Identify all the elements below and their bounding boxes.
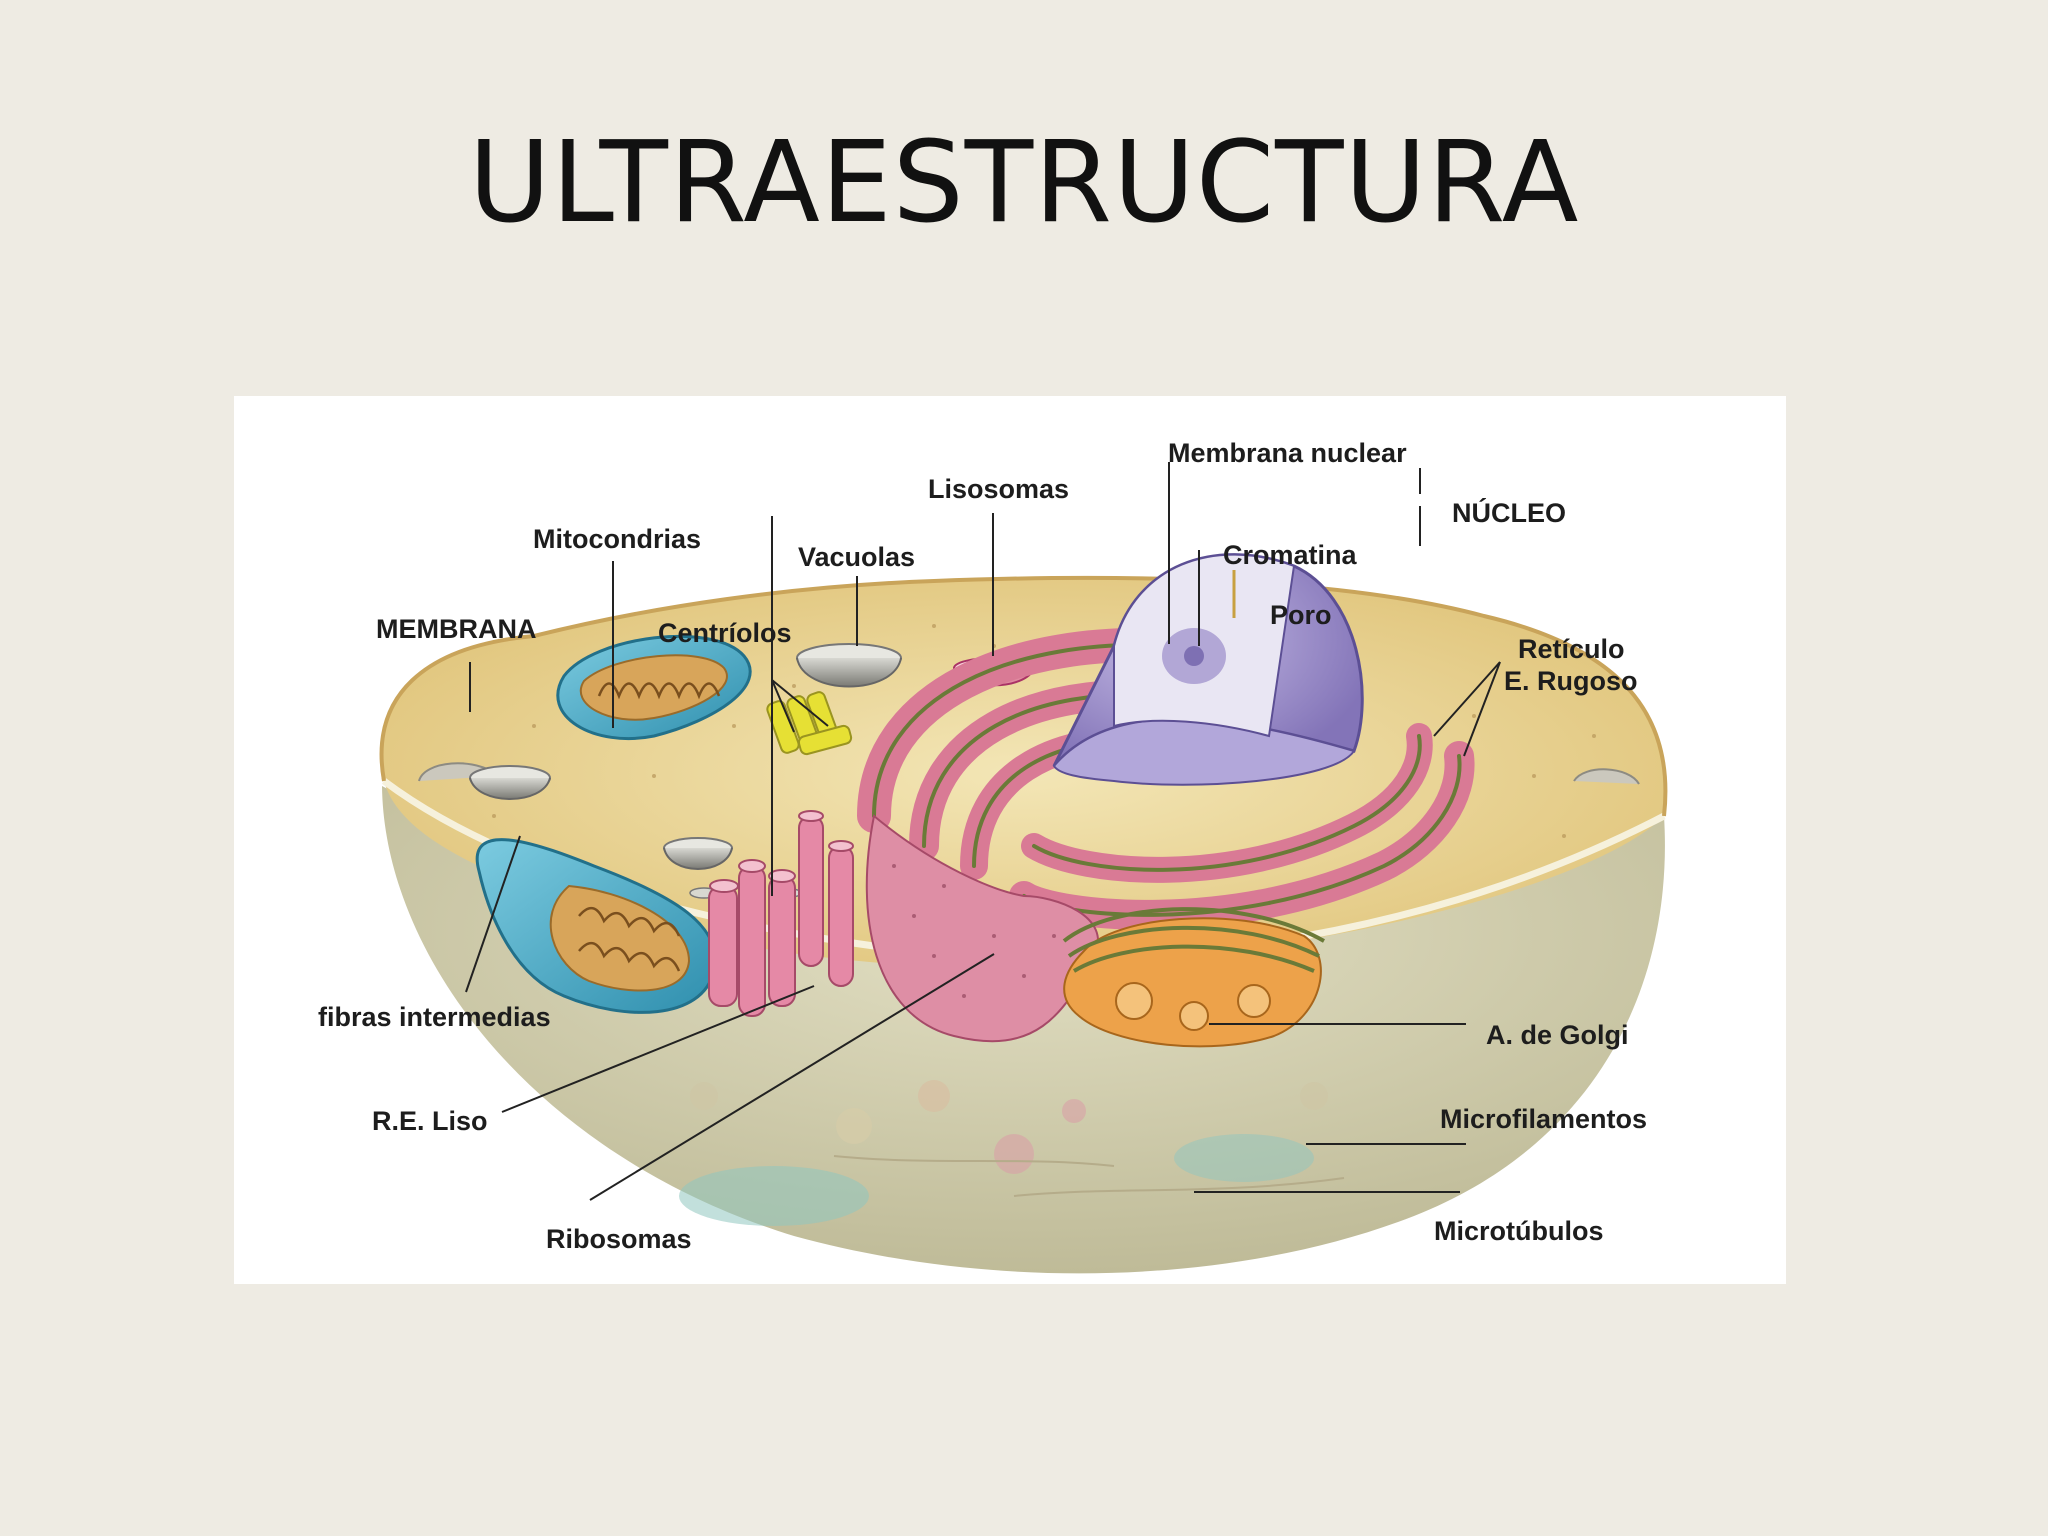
label-vacuolas: Vacuolas <box>798 542 915 572</box>
centrioles <box>766 691 853 756</box>
label-centriolos: Centríolos <box>658 618 792 648</box>
smooth-er <box>708 810 854 1017</box>
label-reticulo-line1: Retículo <box>1518 634 1625 664</box>
label-membrana-nuclear: Membrana nuclear <box>1168 438 1407 468</box>
mitochondrion-top <box>556 634 752 741</box>
label-membrana: MEMBRANA <box>376 614 536 644</box>
label-cromatina: Cromatina <box>1223 540 1358 570</box>
label-ribosomas: Ribosomas <box>546 1224 692 1254</box>
mitochondrion-bottom <box>475 838 717 1014</box>
label-re-liso: R.E. Liso <box>372 1106 488 1136</box>
nucleus <box>1052 553 1364 786</box>
leader-lines <box>465 462 1501 1201</box>
label-microtubulos: Microtúbulos <box>1434 1216 1604 1246</box>
label-reticulo-line2: E. Rugoso <box>1504 666 1638 696</box>
golgi-apparatus <box>1062 907 1325 1048</box>
label-fibras-intermedias: fibras intermedias <box>318 1002 551 1032</box>
label-poro: Poro <box>1270 600 1332 630</box>
label-microfilamentos: Microfilamentos <box>1440 1104 1647 1134</box>
label-lisosomas: Lisosomas <box>928 474 1069 504</box>
cell-illustration: Membrana nuclear NÚCLEO Lisosomas Mitoco… <box>318 438 1668 1274</box>
label-nucleo: NÚCLEO <box>1452 497 1566 528</box>
cell-diagram: Membrana nuclear NÚCLEO Lisosomas Mitoco… <box>234 396 1786 1284</box>
label-golgi: A. de Golgi <box>1486 1020 1629 1050</box>
slide-title: ULTRAESTRUCTURA <box>468 118 1580 248</box>
label-mitocondrias: Mitocondrias <box>533 524 701 554</box>
